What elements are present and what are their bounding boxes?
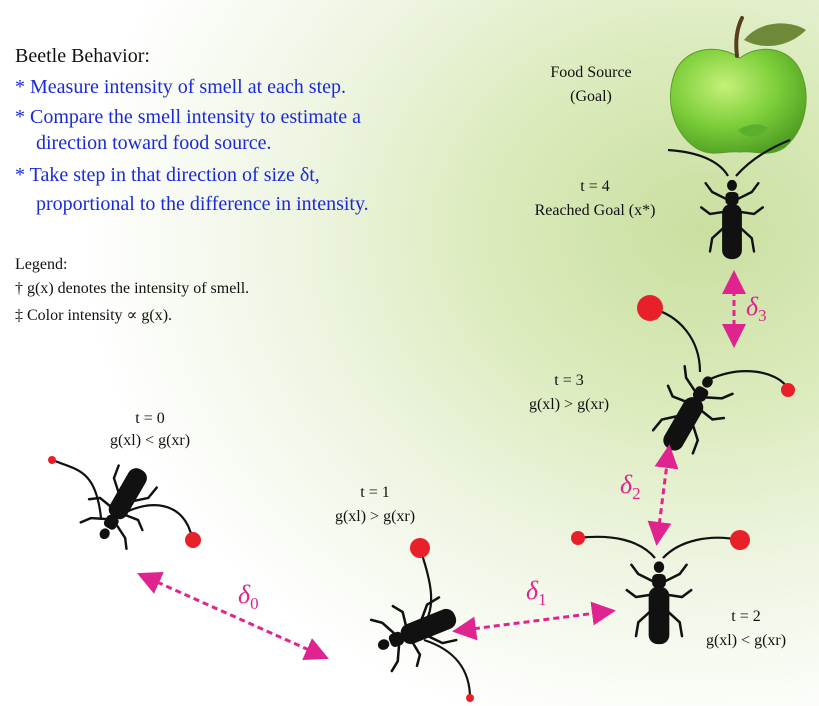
step-arrow-0 xyxy=(148,578,318,654)
step-2-relation: g(xl) < g(xr) xyxy=(676,632,816,650)
legend-item-2: ‡ Color intensity ∝ g(x). xyxy=(15,305,172,325)
antenna-dot-right xyxy=(730,530,750,550)
delta-1-label: δ1 xyxy=(526,576,547,610)
delta-2-sub: 2 xyxy=(632,484,641,503)
beetle-t4 xyxy=(668,140,790,259)
delta-0-label: δ0 xyxy=(238,580,259,614)
antenna-dot-right xyxy=(781,383,795,397)
antenna-dot-right xyxy=(185,532,201,548)
step-4-relation: Reached Goal (x*) xyxy=(510,202,680,220)
delta-3-label: δ3 xyxy=(746,292,767,326)
antenna-dot-left xyxy=(48,456,56,464)
step-1-relation: g(xl) > g(xr) xyxy=(300,508,450,526)
delta-0-sub: 0 xyxy=(250,594,259,613)
beetle-t3 xyxy=(637,295,795,465)
behavior-bullet-3-cont: proportional to the difference in intens… xyxy=(36,193,369,216)
beetle-t1 xyxy=(366,538,474,702)
step-0-time: t = 0 xyxy=(80,410,220,428)
apple-icon xyxy=(670,18,806,153)
delta-2-label: δ2 xyxy=(620,470,641,504)
antenna-dot-left xyxy=(571,531,585,545)
delta-1-sub: 1 xyxy=(538,590,547,609)
delta-0-symbol: δ xyxy=(238,580,250,609)
step-3-relation: g(xl) > g(xr) xyxy=(494,396,644,414)
delta-3-sub: 3 xyxy=(758,306,767,325)
antenna-dot-left xyxy=(637,295,663,321)
beetle-t0 xyxy=(48,454,201,553)
goal-label-line2: (Goal) xyxy=(526,88,656,106)
legend-item-1: † g(x) denotes the intensity of smell. xyxy=(15,280,249,298)
step-1-time: t = 1 xyxy=(300,484,450,502)
step-0-relation: g(xl) < g(xr) xyxy=(80,432,220,450)
beetle-t2 xyxy=(571,530,750,644)
behavior-title: Beetle Behavior: xyxy=(15,45,150,68)
step-arrow-1 xyxy=(464,612,604,630)
step-4-time: t = 4 xyxy=(520,178,670,196)
goal-label-line1: Food Source xyxy=(526,64,656,82)
delta-1-symbol: δ xyxy=(526,576,538,605)
behavior-bullet-3: * Take step in that direction of size δt… xyxy=(15,164,320,187)
behavior-bullet-2: * Compare the smell intensity to estimat… xyxy=(15,106,361,129)
step-arrow-2 xyxy=(658,456,668,534)
antenna-dot-right xyxy=(466,694,474,702)
behavior-bullet-1: * Measure intensity of smell at each ste… xyxy=(15,76,346,99)
step-3-time: t = 3 xyxy=(494,372,644,390)
delta-2-symbol: δ xyxy=(620,470,632,499)
antenna-dot-left xyxy=(410,538,430,558)
legend-title: Legend: xyxy=(15,256,67,274)
behavior-bullet-2-cont: direction toward food source. xyxy=(36,132,271,155)
delta-3-symbol: δ xyxy=(746,292,758,321)
step-2-time: t = 2 xyxy=(676,608,816,626)
